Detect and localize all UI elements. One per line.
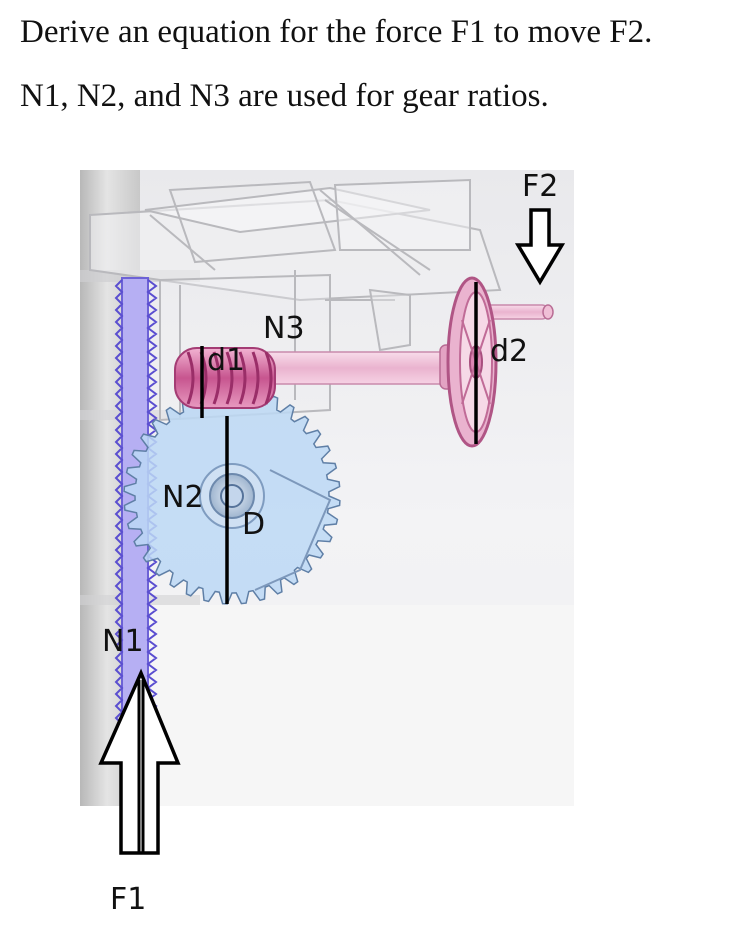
- worm-thread: [264, 351, 273, 405]
- big-d-label: D: [242, 507, 265, 542]
- problem-statement-line-2: N1, N2, and N3 are used for gear ratios.: [20, 78, 549, 114]
- worm-thread: [238, 351, 247, 405]
- dimension-lines: [200, 282, 478, 604]
- handwheel: [446, 276, 498, 448]
- f2-label: F2: [522, 169, 558, 204]
- n3-label: N3: [263, 311, 305, 346]
- n1-label: N1: [102, 624, 144, 659]
- worm-thread: [186, 351, 195, 405]
- worm-thread: [212, 351, 221, 405]
- problem-statement-line-1: Derive an equation for the force F1 to m…: [20, 14, 653, 50]
- f2-arrow-icon: [514, 208, 566, 286]
- n2-label: N2: [162, 480, 204, 515]
- worm-thread: [251, 351, 260, 405]
- d1-label: d1: [207, 343, 245, 378]
- d2-label: d2: [490, 334, 528, 369]
- spur-gear: [123, 387, 341, 605]
- worm-gear: [174, 347, 276, 409]
- worm-thread: [225, 351, 234, 405]
- f1-label: F1: [110, 882, 146, 917]
- f1-arrow-icon: [98, 668, 181, 855]
